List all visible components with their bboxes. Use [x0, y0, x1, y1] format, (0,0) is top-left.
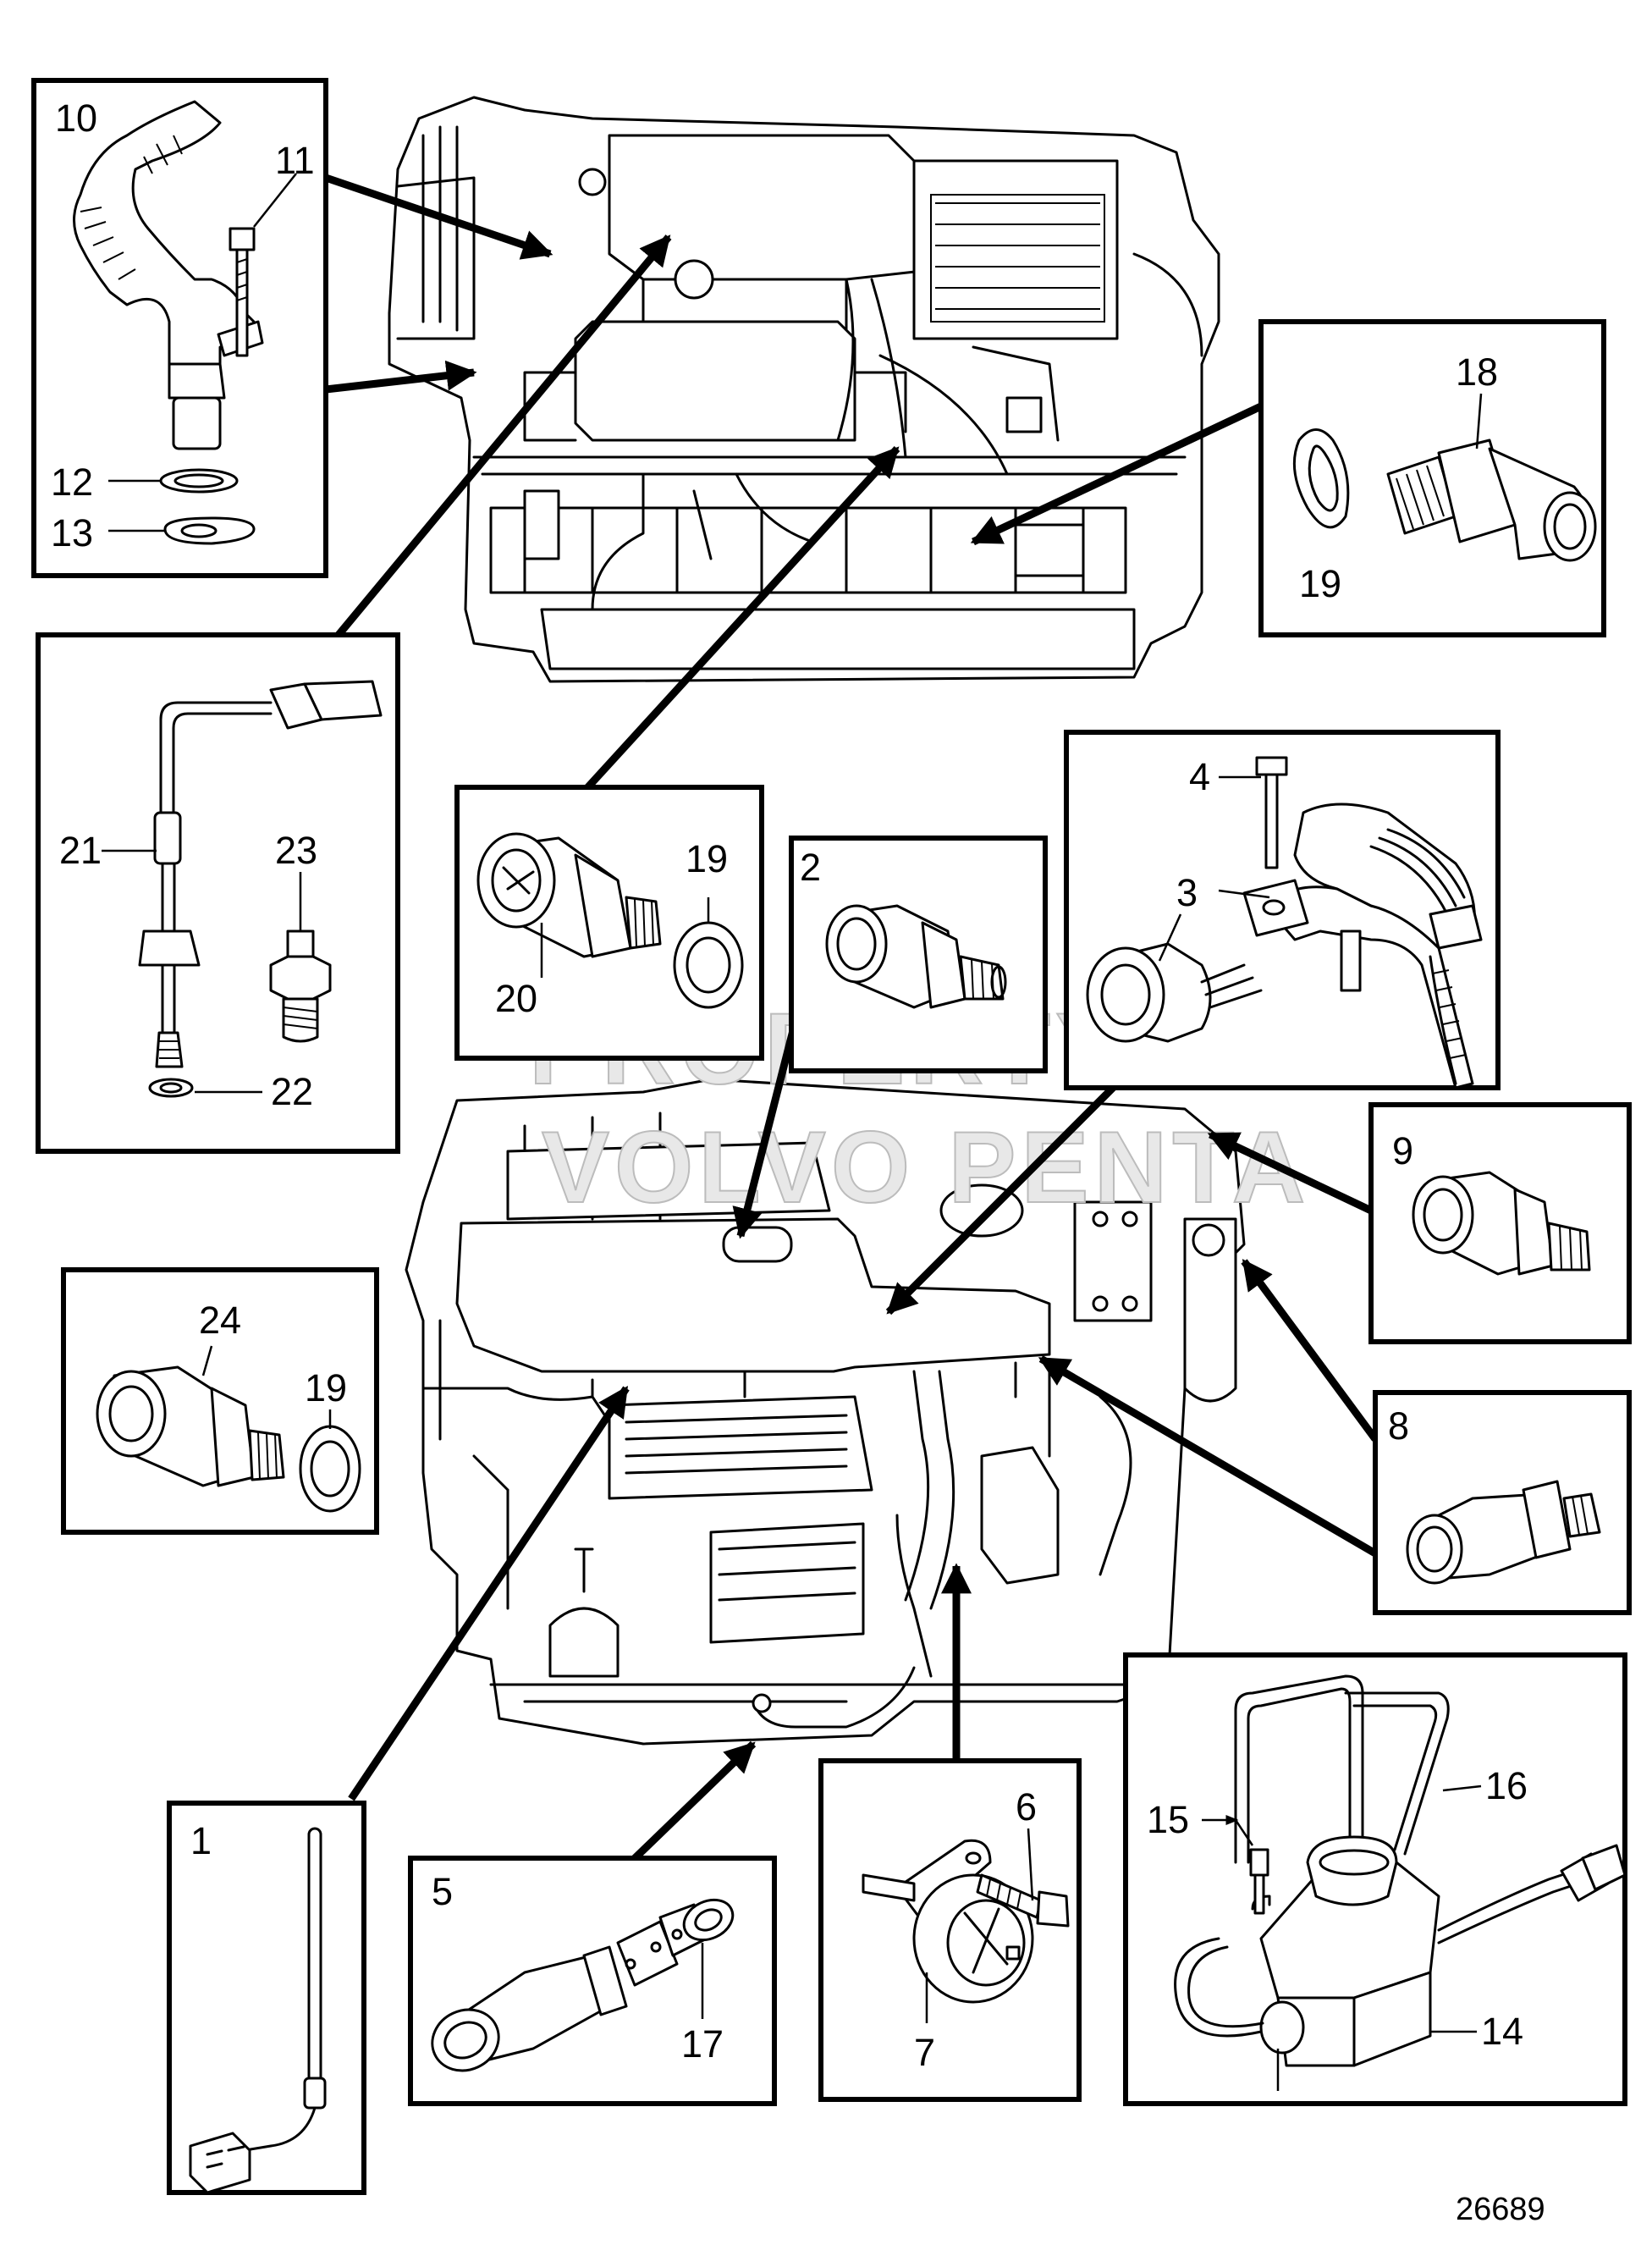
callout-18: 18 — [1456, 350, 1498, 394]
detail-box-1 — [167, 1801, 366, 2195]
arrow-to-sensor-20 — [581, 445, 900, 795]
detail-box-20-19 — [454, 785, 764, 1061]
detail-box-8 — [1373, 1390, 1632, 1615]
detail-box-5-17 — [408, 1856, 777, 2106]
callout-19-mid: 19 — [686, 837, 728, 880]
callout-8: 8 — [1388, 1404, 1409, 1448]
detail-box-14-16 — [1123, 1652, 1627, 2106]
detail-box-21-23 — [36, 632, 400, 1154]
callout-3: 3 — [1176, 871, 1198, 914]
callout-9: 9 — [1392, 1129, 1413, 1172]
callout-11: 11 — [275, 139, 315, 182]
callout-2: 2 — [800, 846, 821, 889]
arrow-to-sensor-1 — [348, 1386, 630, 1801]
arrow-to-sensor-10-upper — [324, 174, 553, 260]
callout-22: 22 — [271, 1070, 313, 1113]
detail-box-24-19 — [61, 1267, 379, 1535]
arrow-to-sensor-8-upper — [1241, 1259, 1379, 1442]
arrow-to-sensor-9 — [1207, 1130, 1373, 1215]
arrow-to-sensor-3 — [885, 1072, 1129, 1316]
callout-23: 23 — [275, 829, 317, 872]
callout-24: 24 — [199, 1299, 241, 1342]
detail-box-18-19 — [1258, 319, 1606, 637]
detail-box-6-7 — [818, 1758, 1082, 2102]
callout-17: 17 — [681, 2022, 724, 2066]
reference-number: 26689 — [1456, 2192, 1545, 2227]
callout-15: 15 — [1147, 1798, 1189, 1841]
callout-12: 12 — [51, 461, 93, 504]
arrow-to-sensor-18 — [970, 402, 1263, 546]
engine-top-view — [388, 96, 1220, 683]
callout-6: 6 — [1016, 1785, 1037, 1829]
detail-box-9 — [1368, 1102, 1632, 1344]
callout-19-top: 19 — [1299, 562, 1341, 605]
callout-13: 13 — [51, 511, 93, 554]
callout-7: 7 — [914, 2031, 935, 2074]
callout-21: 21 — [59, 829, 102, 872]
detail-box-2 — [789, 836, 1048, 1073]
arrow-to-sensor-8-lower — [1038, 1355, 1378, 1557]
callout-16: 16 — [1485, 1764, 1528, 1807]
callout-10: 10 — [55, 97, 97, 140]
detail-box-3-4 — [1064, 730, 1501, 1090]
watermark-line-2: VOLVO PENTA — [542, 1111, 1310, 1224]
callout-1: 1 — [190, 1819, 212, 1862]
callout-14: 14 — [1481, 2010, 1523, 2053]
arrow-to-sensor-10-lower — [325, 360, 477, 394]
callout-19-left: 19 — [305, 1366, 347, 1409]
arrow-to-sensor-5 — [627, 1740, 757, 1866]
callout-5: 5 — [432, 1870, 453, 1913]
arrow-to-sensor-21 — [335, 234, 672, 637]
detail-box-10-13 — [31, 78, 328, 578]
callout-20: 20 — [495, 977, 537, 1020]
callout-labels: 10 11 12 13 18 19 21 23 22 20 19 2 4 3 9… — [51, 97, 1528, 2074]
callout-4: 4 — [1189, 755, 1210, 798]
